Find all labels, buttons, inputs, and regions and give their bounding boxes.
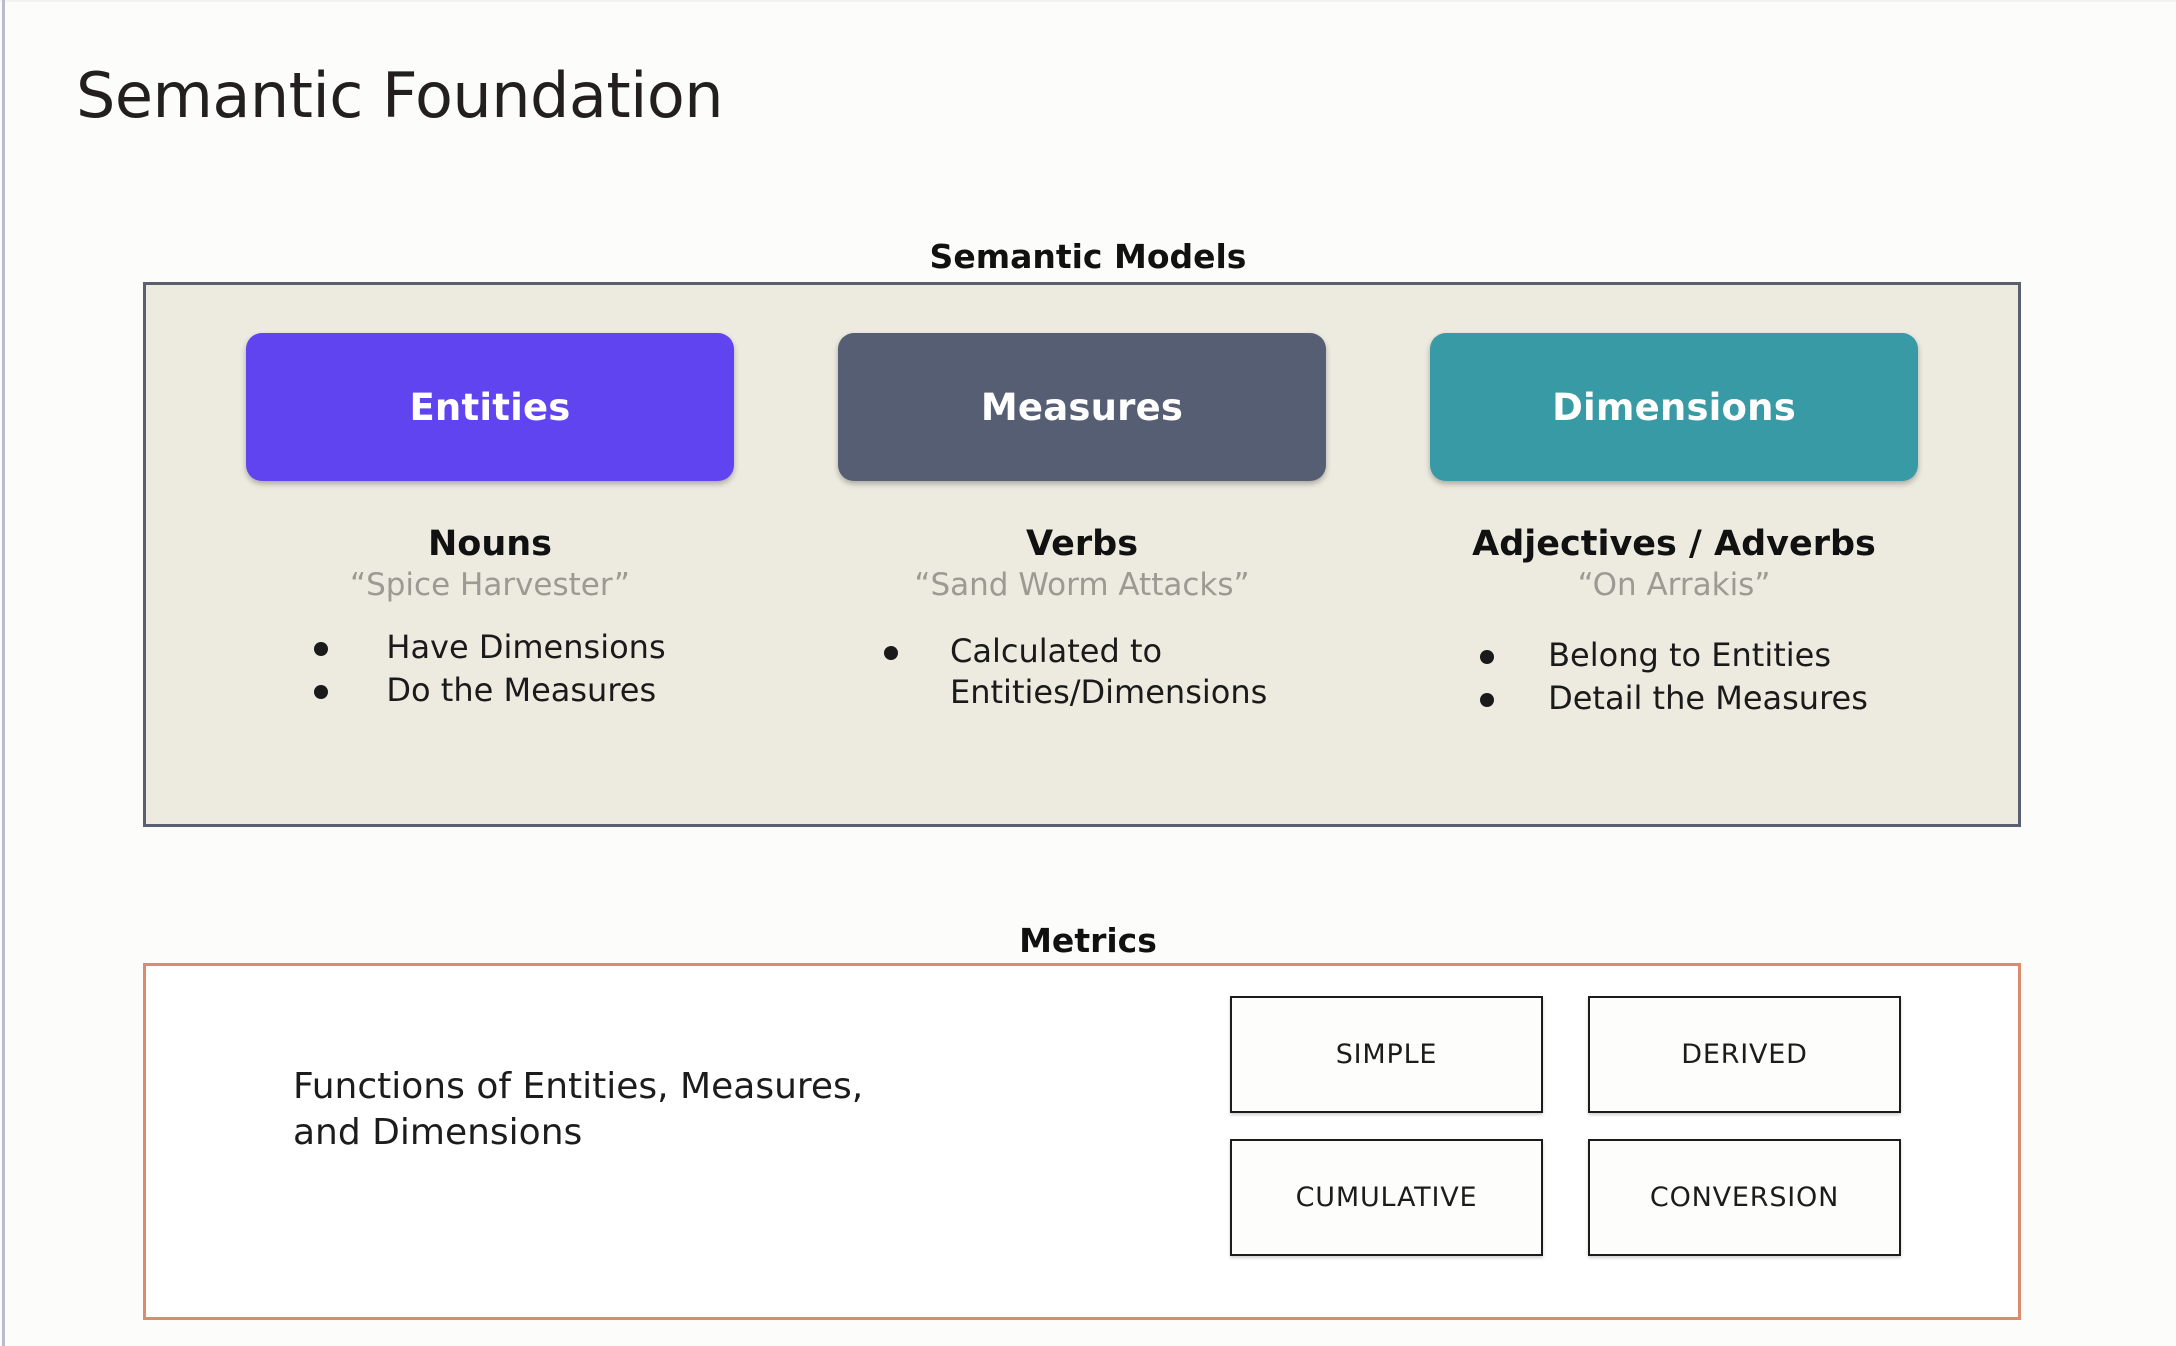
dimensions-part-of-speech: Adjectives / Adverbs: [1472, 524, 1876, 564]
metric-type-simple-label: SIMPLE: [1335, 1039, 1438, 1070]
semantic-models-panel: Entities Nouns “Spice Harvester” Have Di…: [143, 282, 2021, 827]
list-item: Calculated to Entities/Dimensions: [884, 631, 1280, 713]
measures-bullet-list: Calculated to Entities/Dimensions: [884, 631, 1280, 715]
bullet-icon: [314, 642, 329, 657]
measures-card[interactable]: Measures: [838, 333, 1326, 481]
list-item: Do the Measures: [314, 670, 665, 711]
entities-part-of-speech: Nouns: [427, 524, 552, 564]
dimensions-bullet-0: Belong to Entities: [1548, 636, 1831, 675]
metrics-heading: Metrics: [1019, 921, 1157, 960]
dimensions-example: “On Arrakis”: [1577, 566, 1771, 603]
list-item: Belong to Entities: [1480, 635, 1868, 676]
semantic-column-entities: Entities Nouns “Spice Harvester” Have Di…: [194, 333, 786, 713]
list-item: Have Dimensions: [314, 627, 666, 668]
bullet-icon: [1480, 650, 1495, 665]
metrics-type-grid: SIMPLE DERIVED CUMULATIVE CONVERSION: [1230, 996, 1901, 1256]
semantic-column-measures: Measures Verbs “Sand Worm Attacks” Calcu…: [786, 333, 1378, 715]
bullet-icon: [314, 685, 329, 700]
dimensions-card-label: Dimensions: [1552, 385, 1796, 429]
page-title: Semantic Foundation: [76, 59, 724, 132]
metrics-description: Functions of Entities, Measures, and Dim…: [293, 1064, 863, 1156]
metrics-description-line-1: Functions of Entities, Measures,: [293, 1066, 864, 1107]
entities-card-label: Entities: [409, 385, 571, 429]
bullet-icon: [1480, 693, 1495, 708]
entities-bullet-list: Have Dimensions Do the Measures: [314, 627, 666, 713]
metrics-panel: Functions of Entities, Measures, and Dim…: [143, 963, 2021, 1320]
slide-left-edge: [2, 0, 5, 1346]
metric-type-cumulative-label: CUMULATIVE: [1295, 1182, 1478, 1213]
semantic-models-columns: Entities Nouns “Spice Harvester” Have Di…: [146, 285, 2018, 824]
bullet-icon: [884, 646, 898, 661]
dimensions-bullet-1: Detail the Measures: [1548, 679, 1868, 718]
entities-bullet-0: Have Dimensions: [386, 628, 666, 667]
list-item: Detail the Measures: [1480, 678, 1868, 719]
metric-type-derived-label: DERIVED: [1681, 1039, 1808, 1070]
semantic-models-heading: Semantic Models: [929, 237, 1247, 276]
entities-example: “Spice Harvester”: [350, 566, 630, 603]
measures-bullet-0: Calculated to Entities/Dimensions: [950, 632, 1268, 712]
slide-top-edge: [0, 0, 2176, 2]
metric-type-derived[interactable]: DERIVED: [1588, 996, 1901, 1113]
measures-card-label: Measures: [980, 385, 1184, 429]
dimensions-card[interactable]: Dimensions: [1430, 333, 1918, 481]
measures-example: “Sand Worm Attacks”: [914, 566, 1250, 603]
metric-type-simple[interactable]: SIMPLE: [1230, 996, 1543, 1113]
metrics-description-line-2: and Dimensions: [293, 1112, 583, 1154]
metric-type-conversion[interactable]: CONVERSION: [1588, 1139, 1901, 1256]
measures-part-of-speech: Verbs: [1025, 524, 1139, 564]
semantic-column-dimensions: Dimensions Adjectives / Adverbs “On Arra…: [1378, 333, 1970, 721]
dimensions-bullet-list: Belong to Entities Detail the Measures: [1480, 635, 1868, 721]
metric-type-cumulative[interactable]: CUMULATIVE: [1230, 1139, 1543, 1256]
metric-type-conversion-label: CONVERSION: [1649, 1182, 1840, 1213]
entities-bullet-1: Do the Measures: [386, 671, 657, 710]
entities-card[interactable]: Entities: [246, 333, 734, 481]
